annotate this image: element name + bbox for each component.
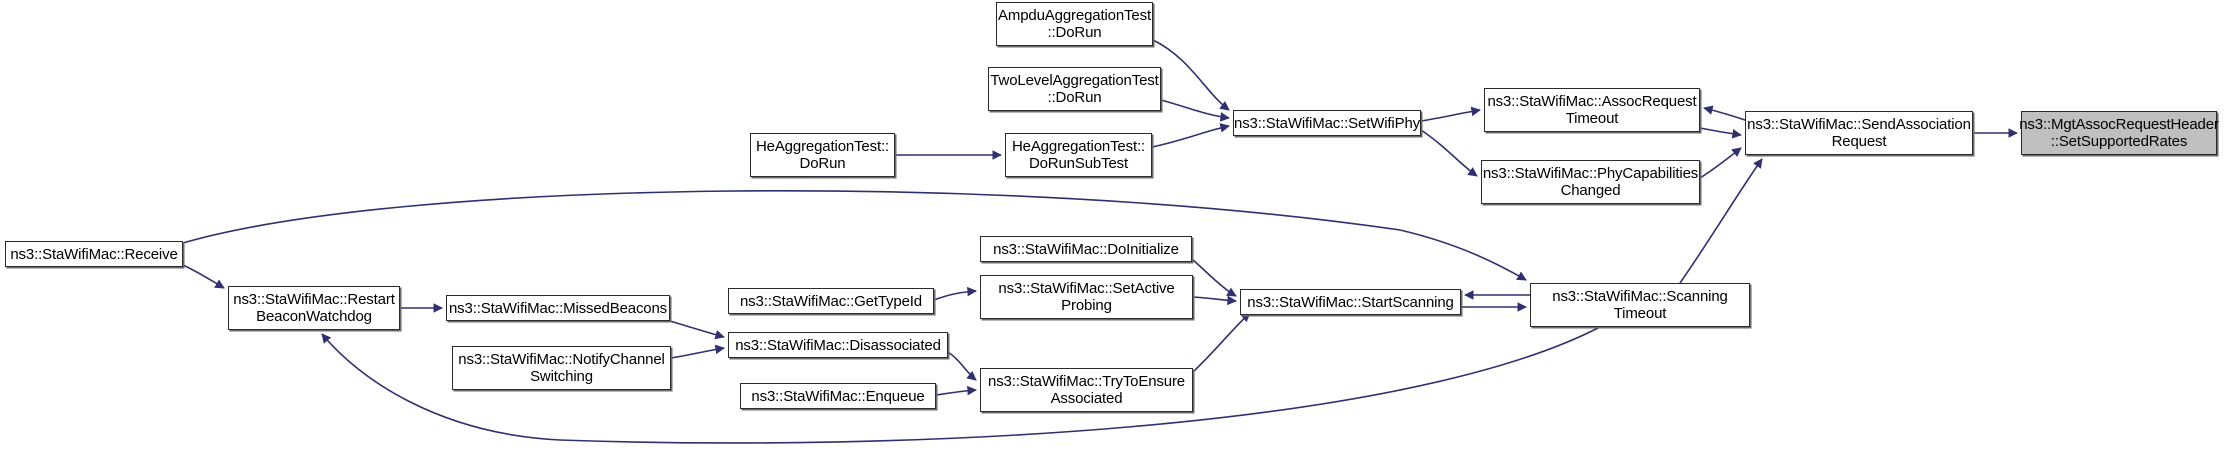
call-edge-missedbeacons-to-disassociated <box>669 320 725 340</box>
graph-node-startscanning[interactable]: ns3::StaWifiMac::StartScanning <box>1240 289 1461 315</box>
graph-node-tryensure[interactable]: ns3::StaWifiMac::TryToEnsure Associated <box>980 368 1193 412</box>
call-edge-enqueue-to-tryensure <box>935 385 977 396</box>
graph-node-setactiveprobing[interactable]: ns3::StaWifiMac::SetActive Probing <box>980 275 1193 319</box>
graph-node-notifychannel[interactable]: ns3::StaWifiMac::NotifyChannel Switching <box>452 346 671 390</box>
call-edge-receive-to-restartbeacon <box>182 264 225 289</box>
graph-node-he_subtest[interactable]: HeAggregationTest:: DoRunSubTest <box>1005 133 1152 177</box>
graph-node-scanningtimeout[interactable]: ns3::StaWifiMac::Scanning Timeout <box>1530 283 1750 327</box>
graph-node-restartbeacon[interactable]: ns3::StaWifiMac::Restart BeaconWatchdog <box>228 286 400 330</box>
call-edge-he_subtest-to-setwifiphy <box>1151 123 1230 148</box>
call-edge-setwifiphy-to-phycap_changed <box>1420 129 1478 177</box>
graph-node-disassociated[interactable]: ns3::StaWifiMac::Disassociated <box>728 332 948 358</box>
graph-node-doinitialize[interactable]: ns3::StaWifiMac::DoInitialize <box>980 236 1192 262</box>
call-edge-assocreq_timeout-to-sendassoc <box>1699 127 1742 139</box>
call-edge-phycap_changed-to-sendassoc <box>1699 147 1742 179</box>
call-edge-disassociated-to-tryensure <box>947 351 977 381</box>
graph-node-sendassoc[interactable]: ns3::StaWifiMac::SendAssociation Request <box>1745 111 1973 155</box>
graph-node-assocreq_timeout[interactable]: ns3::StaWifiMac::AssocRequest Timeout <box>1484 88 1700 132</box>
graph-node-missedbeacons[interactable]: ns3::StaWifiMac::MissedBeacons <box>446 295 670 321</box>
call-edge-setwifiphy-to-assocreq_timeout <box>1420 106 1481 122</box>
graph-node-setwifiphy[interactable]: ns3::StaWifiMac::SetWifiPhy <box>1233 110 1421 136</box>
graph-node-gettypeid[interactable]: ns3::StaWifiMac::GetTypeId <box>728 288 934 314</box>
call-edge-ampdu-to-setwifiphy <box>1152 39 1230 111</box>
graph-node-setsupported[interactable]: ns3::MgtAssocRequestHeader ::SetSupporte… <box>2019 111 2219 155</box>
call-edge-twolevel-to-setwifiphy <box>1160 99 1230 122</box>
graph-node-receive[interactable]: ns3::StaWifiMac::Receive <box>5 241 183 267</box>
graph-node-ampdu[interactable]: AmpduAggregationTest ::DoRun <box>996 2 1153 46</box>
call-edge-setactiveprobing-to-startscanning <box>1192 295 1237 306</box>
graph-node-phycap_changed[interactable]: ns3::StaWifiMac::PhyCapabilities Changed <box>1481 160 1700 204</box>
call-edge-tryensure-to-startscanning <box>1192 312 1251 373</box>
call-edge-gettypeid-to-setactiveprobing <box>933 286 977 301</box>
call-edge-receive-to-scanningtimeout <box>182 190 1527 281</box>
graph-node-enqueue[interactable]: ns3::StaWifiMac::Enqueue <box>740 383 936 409</box>
graph-node-twolevel[interactable]: TwoLevelAggregationTest ::DoRun <box>988 67 1161 111</box>
call-edge-notifychannel-to-disassociated <box>670 344 725 359</box>
call-edge-sendassoc-to-assocreq_timeout <box>1703 105 1746 121</box>
graph-node-he_dorun[interactable]: HeAggregationTest:: DoRun <box>750 133 895 177</box>
call-edge-doinitialize-to-startscanning <box>1191 258 1237 297</box>
